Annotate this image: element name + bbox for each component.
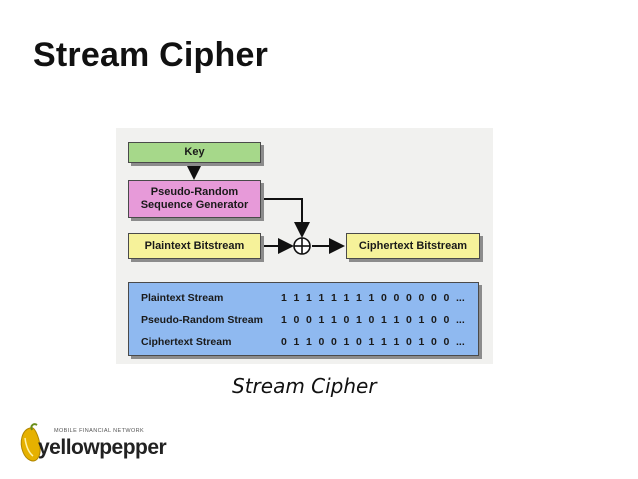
stream-bit: 0 bbox=[306, 314, 312, 326]
stream-bit: 0 bbox=[406, 336, 412, 348]
stream-bit: 0 bbox=[393, 292, 400, 304]
stream-bit: 0 bbox=[431, 336, 437, 348]
stream-bit: ... bbox=[456, 292, 465, 304]
stream-bit: 1 bbox=[381, 314, 387, 326]
figure-caption: Stream Cipher bbox=[232, 374, 377, 398]
stream-bit: 0 bbox=[381, 292, 387, 304]
stream-bit: ... bbox=[456, 314, 465, 326]
stream-label: Ciphertext Stream bbox=[141, 336, 232, 348]
stream-bit: 1 bbox=[306, 336, 312, 348]
stream-bit: 1 bbox=[281, 292, 287, 304]
stream-bit: 1 bbox=[306, 292, 312, 304]
stream-bit: 1 bbox=[393, 314, 400, 326]
stream-bit: 1 bbox=[343, 292, 350, 304]
key-box: Key bbox=[128, 142, 261, 163]
stream-bit: 1 bbox=[318, 292, 325, 304]
stream-bit: ... bbox=[456, 336, 465, 348]
stream-bit: 0 bbox=[343, 314, 350, 326]
stream-bit: 1 bbox=[331, 292, 337, 304]
stream-bit: 0 bbox=[443, 314, 450, 326]
stream-bit: 1 bbox=[293, 336, 300, 348]
stream-bit: 0 bbox=[443, 336, 450, 348]
stream-bit: 0 bbox=[281, 336, 287, 348]
stream-bit: 0 bbox=[431, 292, 437, 304]
plaintext-bitstream-box: Plaintext Bitstream bbox=[128, 233, 261, 259]
stream-bit: 0 bbox=[318, 336, 325, 348]
stream-bit: 0 bbox=[368, 314, 375, 326]
ciphertext-bitstream-box: Ciphertext Bitstream bbox=[346, 233, 480, 259]
stream-bit: 1 bbox=[418, 336, 425, 348]
logo-wordmark: yellowpepper bbox=[38, 436, 167, 459]
prng-box: Pseudo-Random Sequence Generator bbox=[128, 180, 261, 218]
stream-bit: 0 bbox=[406, 314, 412, 326]
stream-bit: 0 bbox=[356, 336, 362, 348]
stream-bit: 0 bbox=[418, 292, 425, 304]
stream-bit: 1 bbox=[318, 314, 325, 326]
stream-bit: 1 bbox=[418, 314, 425, 326]
stream-label: Plaintext Stream bbox=[141, 292, 224, 304]
stream-bit: 1 bbox=[356, 292, 362, 304]
xor-icon bbox=[293, 237, 311, 255]
prng-to-xor-arrow bbox=[261, 198, 310, 238]
stream-bit: 1 bbox=[368, 336, 375, 348]
stream-bit: 0 bbox=[331, 336, 337, 348]
stream-bit: 0 bbox=[431, 314, 437, 326]
stream-bit: 1 bbox=[356, 314, 362, 326]
logo-tagline: MOBILE FINANCIAL NETWORK bbox=[54, 428, 145, 434]
slide-title: Stream Cipher bbox=[33, 36, 269, 74]
stream-bit: 0 bbox=[406, 292, 412, 304]
stream-bit: 0 bbox=[293, 314, 300, 326]
stream-bit: 1 bbox=[393, 336, 400, 348]
stream-bit: 1 bbox=[331, 314, 337, 326]
stream-bit: 1 bbox=[368, 292, 375, 304]
stream-label: Pseudo-Random Stream bbox=[141, 314, 263, 326]
stream-bit: 1 bbox=[343, 336, 350, 348]
stream-bit: 1 bbox=[293, 292, 300, 304]
pepper-logo-icon bbox=[20, 423, 41, 462]
stream-bit: 0 bbox=[443, 292, 450, 304]
stream-bit: 1 bbox=[381, 336, 387, 348]
stream-bit: 1 bbox=[281, 314, 287, 326]
